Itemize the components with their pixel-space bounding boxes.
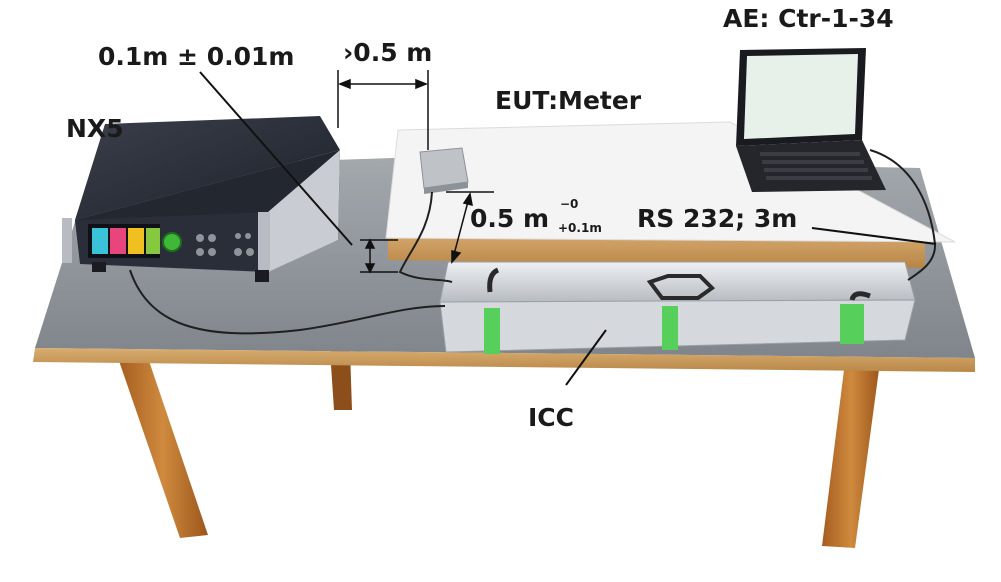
cable-rs232 <box>869 149 937 281</box>
cable-nx5-to-icc <box>129 269 446 335</box>
table-front-edge <box>33 348 975 372</box>
dim-vert-dist <box>446 191 494 264</box>
screen-tile-green <box>146 228 160 254</box>
ground-plane <box>385 121 956 243</box>
label-nx5: NX5 <box>66 114 124 143</box>
cable-eut-to-icc <box>398 191 453 283</box>
label-vertical-distance: 0.5 m <box>470 204 550 233</box>
icc-clamp <box>439 261 916 354</box>
dim-height-tol <box>360 238 398 274</box>
label-icc: ICC <box>528 403 574 432</box>
dim-horiz-dist <box>337 70 429 150</box>
pointer-icc <box>565 329 607 386</box>
label-eut: EUT:Meter <box>495 86 642 115</box>
table-leg-front-left <box>118 358 208 538</box>
eut-meter <box>419 147 469 194</box>
icc-support-middle <box>662 306 678 350</box>
label-rs232: RS 232; 3m <box>637 204 798 233</box>
pointer-rs232 <box>811 227 937 245</box>
nx5-knob <box>162 232 182 252</box>
nx5-screen-tiles <box>92 228 160 254</box>
screen-tile-pink <box>110 228 126 254</box>
label-ae: AE: Ctr-1-34 <box>723 4 894 33</box>
screen-tile-cyan <box>92 228 108 254</box>
screen-tile-yellow <box>128 228 144 254</box>
label-height-tolerance: 0.1m ± 0.01m <box>98 42 295 71</box>
pointer-height-tol <box>199 71 353 246</box>
icc-support-left <box>484 308 500 354</box>
label-vertical-distance-sup: −0 <box>560 197 579 211</box>
nx5-connectors <box>196 233 254 256</box>
table-leg-front-right <box>822 362 880 548</box>
icc-support-right <box>840 304 864 344</box>
label-vertical-distance-sub: +0.1m <box>558 221 602 235</box>
label-horizontal-distance: ›0.5 m <box>343 38 433 67</box>
laptop-ae <box>736 48 886 192</box>
